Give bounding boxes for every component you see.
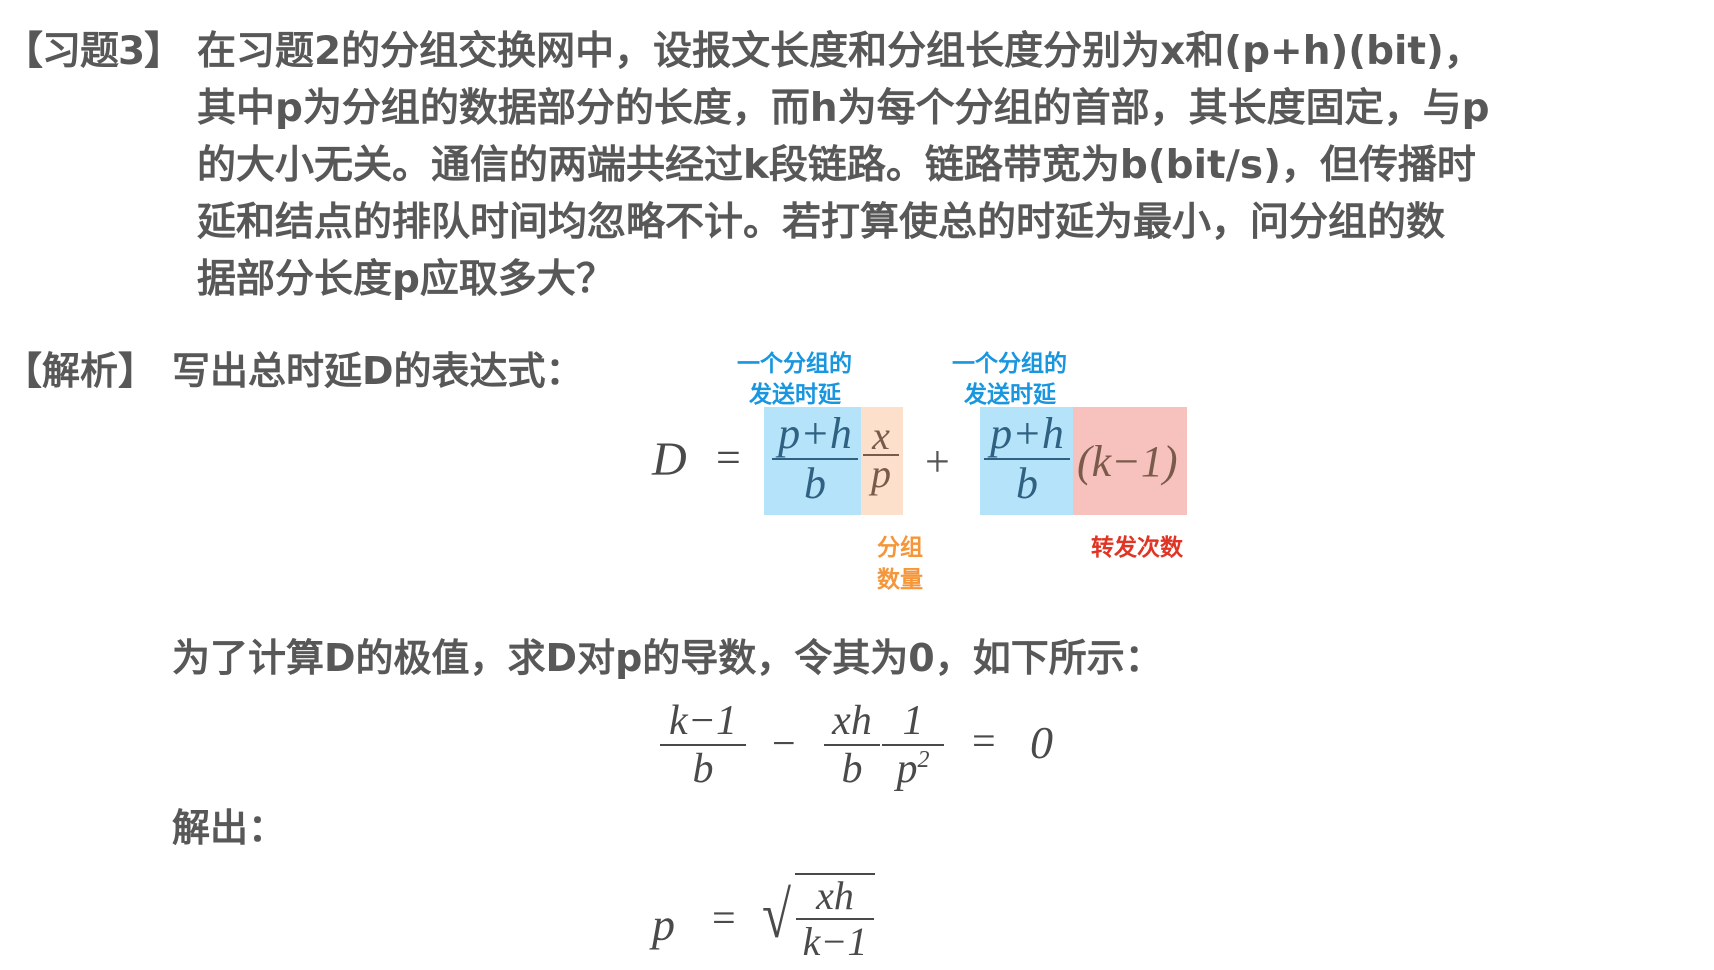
fraction-bar — [863, 454, 899, 456]
denominator: b — [1016, 459, 1038, 508]
problem-line-5: 据部分长度p应取多大？ — [197, 257, 615, 302]
formula-d-equals: = — [716, 433, 741, 482]
analysis-label: 【解析】 — [4, 349, 157, 393]
fraction-p-plus-h-over-b-2: p+h b — [984, 412, 1070, 506]
fraction-bar — [882, 744, 944, 746]
derivative-minus: − — [772, 721, 796, 767]
annotation-send-delay-1-line2: 发送时延 — [749, 382, 841, 408]
numerator: 1 — [902, 698, 924, 744]
problem-line-1: 在习题2的分组交换网中，设报文长度和分组长度分别为x和(p+h)(bit)， — [197, 29, 1483, 74]
fraction-1-over-p-squared: 1 p2 — [882, 700, 944, 790]
result-equals: = — [712, 896, 736, 942]
annotation-packet-count-line2: 数量 — [877, 567, 923, 593]
fraction-x-over-p: x p — [863, 413, 899, 496]
highlight-packet-count — [861, 407, 903, 515]
annotation-packet-count-line1: 分组 — [877, 535, 923, 561]
denominator: b — [692, 746, 714, 792]
fraction-bar — [772, 458, 858, 460]
derivative-rhs-zero: 0 — [1030, 717, 1053, 768]
sqrt-icon: √ — [762, 879, 791, 952]
analysis-intro: 写出总时延D的表达式： — [172, 349, 584, 393]
fraction-bar — [984, 458, 1070, 460]
base: p — [896, 746, 918, 792]
derivative-instruction: 为了计算D的极值，求D对p的导数，令其为0，如下所示： — [172, 636, 1163, 680]
fraction-p-plus-h-over-b-1: p+h b — [772, 412, 858, 506]
highlight-forward-count — [1073, 407, 1187, 515]
problem-line-4: 延和结点的排队时间均忽略不计。若打算使总的时延为最小，问分组的数 — [197, 200, 1446, 245]
problem-line-2: 其中p为分组的数据部分的长度，而h为每个分组的首部，其长度固定，与p — [197, 86, 1490, 131]
fraction-bar — [660, 744, 746, 746]
result-lhs-p: p — [652, 899, 675, 950]
formula-d-k-minus-1: (k−1) — [1077, 437, 1178, 486]
fraction-xh-over-k-minus-1: xh k−1 — [796, 876, 874, 962]
denominator: b — [841, 746, 863, 792]
highlight-send-delay-2 — [980, 407, 1073, 515]
problem-line-3: 的大小无关。通信的两端共经过k段链路。链路带宽为b(bit/s)，但传播时 — [197, 143, 1476, 188]
annotation-send-delay-1-line1: 一个分组的 — [737, 351, 852, 377]
denominator: b — [804, 459, 826, 508]
annotation-forward-count: 转发次数 — [1091, 535, 1183, 561]
fraction-bar — [796, 918, 874, 920]
numerator: k−1 — [669, 698, 737, 744]
sqrt-vinculum — [795, 873, 875, 875]
derivative-equals: = — [972, 719, 996, 765]
numerator: xh — [816, 873, 854, 918]
numerator: xh — [832, 698, 872, 744]
annotation-send-delay-2-line1: 一个分组的 — [952, 351, 1067, 377]
fraction-k-minus-1-over-b: k−1 b — [660, 700, 746, 790]
numerator: p+h — [778, 409, 852, 458]
numerator: p+h — [990, 409, 1064, 458]
denominator: p — [871, 451, 891, 496]
fraction-xh-over-b: xh b — [824, 700, 880, 790]
annotation-send-delay-2-line2: 发送时延 — [964, 382, 1056, 408]
denominator: p2 — [882, 748, 944, 790]
problem-label: 【习题3】 — [4, 29, 183, 74]
formula-d-plus: + — [925, 437, 950, 486]
fraction-bar — [824, 744, 880, 746]
solve-label: 解出： — [172, 806, 287, 850]
formula-d-lhs: D — [652, 433, 687, 486]
denominator: k−1 — [802, 919, 868, 964]
highlight-send-delay-1 — [764, 407, 861, 515]
exponent: 2 — [917, 747, 930, 773]
numerator: x — [872, 413, 890, 458]
